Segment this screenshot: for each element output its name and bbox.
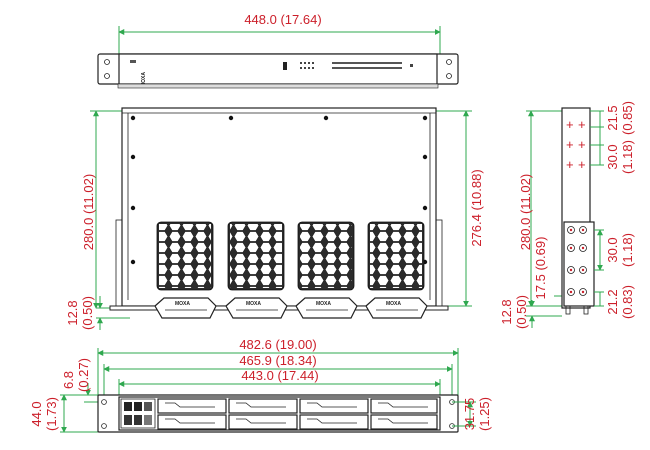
fan-brand-2: MOXA <box>246 301 261 307</box>
front-foot-mm: 12.8 <box>65 300 80 325</box>
side-bottom-in: (0.83) <box>620 285 635 319</box>
svg-text:+: + <box>578 137 586 152</box>
ear-offset-mm: 6.8 <box>61 371 76 389</box>
side-height-label: 280.0 (11.02) <box>518 174 533 250</box>
front-height-label: 280.0 (11.02) <box>81 174 96 250</box>
height-mm: 44.0 <box>29 401 44 426</box>
svg-text:+: + <box>566 157 574 172</box>
fan-brand-1: MOXA <box>175 301 190 307</box>
front-foot-in: (0.50) <box>80 296 95 330</box>
front-view: 280.0 (11.02) 12.8 (0.50) 276.4 (10.88) <box>65 107 484 330</box>
panel-modules <box>157 398 438 430</box>
side-offset-label: 17.5 (0.69) <box>533 237 548 300</box>
side-top-mm: 21.5 <box>605 105 620 130</box>
top-leds <box>300 62 413 69</box>
top-view: 448.0 (17.64) MOXA <box>97 12 459 89</box>
fan-vent-4 <box>367 221 425 291</box>
side-bracket <box>563 221 595 307</box>
panel-power-block <box>120 398 156 429</box>
side-foot-mm: 12.8 <box>499 299 514 324</box>
fan-brand-4: MOXA <box>386 301 401 307</box>
side-mid-in: (1.18) <box>620 140 635 174</box>
fan-vent-1 <box>156 221 214 291</box>
front-inner-height-label: 276.4 (10.88) <box>469 169 484 246</box>
side-mid-mm: 30.0 <box>605 144 620 169</box>
fan-vent-2 <box>227 221 285 291</box>
height-in: (1.73) <box>44 397 59 431</box>
fan-handles <box>154 297 428 319</box>
panel-view: 482.6 (19.00) 465.9 (18.34) 443.0 (17.44… <box>29 337 492 433</box>
width-holes-label: 465.9 (18.34) <box>239 353 316 368</box>
side-low-mm: 30.0 <box>605 237 620 262</box>
hole-spacing-mm: 31.75 <box>462 398 477 431</box>
fan-brand-3: MOXA <box>316 301 331 307</box>
svg-text:+: + <box>566 117 574 132</box>
svg-text:+: + <box>578 157 586 172</box>
side-top-in: (0.85) <box>620 101 635 135</box>
side-view: 280.0 (11.02) 17.5 (0.69) 12.8 (0.50) + +… <box>499 101 635 329</box>
fan-vent-3 <box>297 221 355 291</box>
side-low-in: (1.18) <box>620 233 635 267</box>
hole-spacing-in: (1.25) <box>477 397 492 431</box>
top-width-label: 448.0 (17.64) <box>244 12 321 27</box>
svg-text:+: + <box>566 137 574 152</box>
top-brand: MOXA <box>141 72 147 87</box>
svg-text:+: + <box>578 117 586 132</box>
side-foot-in: (0.50) <box>514 295 529 329</box>
width-total-label: 482.6 (19.00) <box>239 337 316 352</box>
ear-offset-in: (0.27) <box>76 358 91 392</box>
width-body-label: 443.0 (17.44) <box>241 368 318 383</box>
side-bottom-mm: 21.2 <box>605 289 620 314</box>
